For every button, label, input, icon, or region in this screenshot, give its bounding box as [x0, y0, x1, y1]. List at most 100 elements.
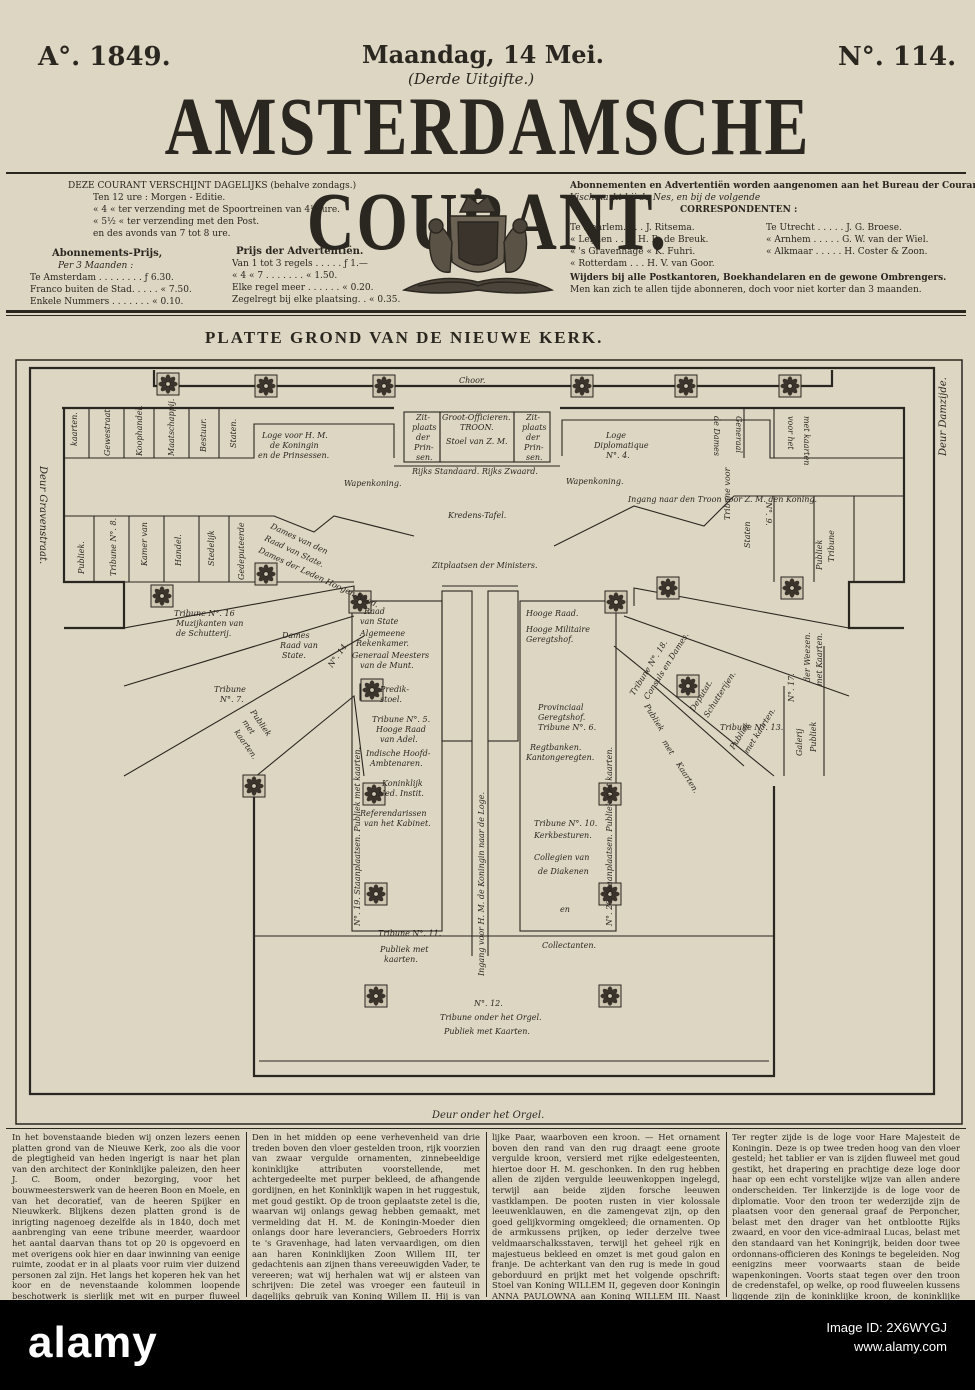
label-choor: Choor.: [459, 376, 485, 385]
label-left-col: Koophandel.: [135, 405, 144, 457]
rose-ornament-icon: [156, 372, 180, 396]
rose-ornament-icon: [254, 374, 278, 398]
rose-ornament-icon: [676, 674, 700, 698]
watermark-id: Image ID: 2X6WYGJ www.alamy.com: [826, 1318, 947, 1356]
info-left-lines: DEZE COURANT VERSCHIJNT DAGELIJKS (behal…: [38, 180, 356, 240]
label-dames-rs: Dames: [281, 631, 310, 640]
rose-ornament-icon: [150, 584, 174, 608]
label-aisle: Ingang voor H. M. de Koningin naar de Lo…: [477, 792, 486, 977]
label-n12: Tribune onder het Orgel.: [440, 1013, 542, 1022]
label-trib5: van het Kabinet.: [364, 819, 431, 828]
label-loge-dipl: Diplomatique: [593, 441, 649, 450]
label-trib-right: Kaarten.: [674, 759, 701, 794]
label-trib16: Muzijkanten van: [175, 619, 243, 628]
label-trib7: Tribune: [214, 685, 246, 694]
corr-row: « Alkmaar . . . . . H. Coster & Zoon.: [766, 247, 928, 257]
label-rijks: Rijks Standaard. Rijks Zwaard.: [411, 467, 538, 476]
adv-title: Prijs der Advertentiën.: [236, 246, 364, 257]
label-trib5: Ned. Instit.: [377, 789, 424, 798]
label-n14: N°. 14.: [326, 640, 350, 670]
label-trib-right: met: [660, 738, 676, 757]
info-line: Ten 12 ure : Morgen - Editie.: [93, 193, 226, 203]
label-prov: Provinciaal: [537, 703, 584, 712]
info-right: Abonnementen en Advertentiën worden aang…: [570, 180, 975, 216]
info-foot: Wijders bij alle Postkantoren, Boekhande…: [570, 273, 947, 283]
label-prov: Kantongeregten.: [525, 753, 594, 762]
label-loge-dipl: N°. 4.: [605, 451, 630, 460]
label-raad: Generaal Meesters: [352, 651, 429, 660]
label-troon: TROON.: [460, 423, 494, 432]
label-stoel: Stoel van Z. M.: [446, 437, 508, 446]
label-predik: stoel.: [380, 695, 402, 704]
label-trib13: Tribune N°. 13.: [720, 723, 783, 732]
label-n19: N°. 19. Staanplaatsen. Publiek met kaart…: [353, 747, 362, 927]
label-trib-right: Publiek: [642, 701, 666, 732]
watermark-logo: alamy: [28, 1318, 158, 1367]
label-trib9: Staten: [743, 521, 752, 548]
watermark-image-id: Image ID: 2X6WYGJ: [826, 1320, 947, 1335]
label-zitplaats: sen.: [416, 453, 433, 462]
label-trib9: N°. 9.: [764, 501, 773, 526]
plan-title: PLATTE GROND VAN DE NIEUWE KERK.: [205, 328, 604, 347]
label-loge-hm: de Koningin: [270, 441, 319, 450]
label-kredens: Kredens-Tafel.: [447, 511, 506, 520]
label-trib5: van Adel.: [380, 735, 418, 744]
label-left-col: Staten.: [229, 419, 238, 448]
label-trib10: de Diakenen: [538, 867, 589, 876]
correspondents-right: Te Utrecht . . . . . J. G. Broese. « Arn…: [766, 222, 928, 258]
rose-ornament-icon: [360, 678, 384, 702]
article-columns: In het bovenstaande bieden wij onzen lez…: [12, 1132, 970, 1343]
column-divider: [726, 1132, 727, 1297]
label-trib8: Publiek.: [77, 541, 86, 575]
label-trib10: Collectanten.: [542, 941, 596, 950]
label-loge-dipl: Loge: [605, 431, 626, 440]
issue-date: Maandag, 14 Mei.: [362, 40, 605, 69]
label-trib8: Gedeputeerde: [237, 522, 246, 580]
label-wapenkoning: Wapenkoning.: [566, 477, 624, 486]
label-prov: Tribune N°. 6.: [538, 723, 596, 732]
subscription-prices: Abonnements-Prijs, Per 3 Maanden : Te Am…: [30, 248, 192, 308]
header-rule-bottom: [6, 310, 966, 313]
label-zitplaats: plaats: [522, 423, 547, 432]
label-groot: Groot-Officieren.: [442, 413, 511, 422]
label-zitplaats: der: [416, 433, 431, 442]
abon-title: Abonnements-Prijs,: [52, 248, 163, 259]
adv-row: « 4 « 7 . . . . . . . « 1.50.: [232, 271, 338, 281]
rose-ornament-icon: [598, 984, 622, 1008]
royal-coat-of-arms-icon: [401, 188, 555, 294]
label-generaal: Generaal: [734, 416, 743, 453]
label-left-col: Gewestraat.: [103, 407, 112, 456]
label-met-kaarten: met kaarten: [802, 416, 811, 465]
advert-prices: Prijs der Advertentiën. Van 1 tot 3 rege…: [232, 246, 400, 306]
article-column: Ter regter zijde is de loge voor Hare Ma…: [732, 1132, 960, 1343]
label-deur-damzijde: Deur Damzijde.: [938, 377, 949, 457]
label-zitplaats: Prin-: [523, 443, 544, 452]
body-rule: [6, 1128, 966, 1129]
label-predik: Predik-: [379, 685, 409, 694]
label-raad: van State: [360, 617, 399, 626]
label-raad: van de Munt.: [360, 661, 414, 670]
church-walls: [28, 366, 936, 1096]
label-raad: Rekenkamer.: [355, 639, 409, 648]
label-hooge-raad: Hooge Raad.: [525, 609, 578, 618]
label-dames-rs: State.: [282, 651, 306, 660]
rose-ornament-icon: [570, 374, 594, 398]
label-trib16: de Schutterij.: [176, 629, 231, 638]
rose-ornament-icon: [242, 774, 266, 798]
corr-row: « Arnhem . . . . . G. W. van der Wiel.: [766, 235, 929, 245]
label-left-col: Maatschappij.: [167, 399, 176, 457]
info-line: en des avonds van 7 tot 8 ure.: [93, 229, 231, 239]
label-deur-gravenstraat: Deur Gravenstraat.: [37, 465, 48, 564]
info-foot: Men kan zich te allen tijde abonneren, d…: [570, 285, 922, 295]
church-floor-plan: Choor. Loge voor H. M. de Koningin en de…: [15, 359, 963, 1125]
rose-ornaments: [150, 372, 804, 1008]
info-right-line: Abonnementen en Advertentiën worden aang…: [570, 181, 975, 191]
label-zitplaats: Zit-: [415, 413, 430, 422]
column-divider: [246, 1132, 247, 1297]
rose-ornament-icon: [348, 590, 372, 614]
corr-row: Te Haarlem. . . . J. Ritsema.: [570, 223, 695, 233]
label-left-col: Bestuur.: [199, 418, 208, 453]
watermark-bar: [0, 1300, 975, 1390]
label-trib7: N°. 7.: [219, 695, 244, 704]
abon-sub: Per 3 Maanden :: [58, 261, 134, 271]
